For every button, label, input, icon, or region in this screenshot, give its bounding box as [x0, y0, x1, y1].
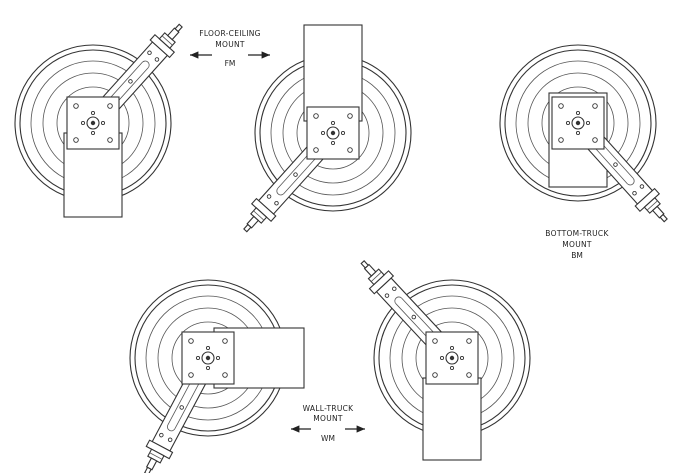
caption-bottom-truck-code: BM: [571, 251, 583, 260]
caption-bottom-truck-line1: BOTTOM-TRUCK: [545, 229, 609, 238]
reel-wall-truck-left: [129, 279, 305, 473]
caption-bottom-truck-line2: MOUNT: [562, 240, 592, 249]
caption-wall-truck-line1: WALL-TRUCK: [303, 404, 355, 413]
caption-floor-ceiling: FLOOR-CEILING MOUNT FM: [190, 29, 270, 68]
caption-bottom-truck: BOTTOM-TRUCK MOUNT BM: [545, 229, 609, 260]
caption-wall-truck-code: WM: [321, 434, 335, 443]
reel-floor-ceiling-right: [235, 24, 412, 240]
reel-bottom-truck: [499, 44, 676, 230]
reel-wall-truck-right: [352, 252, 531, 461]
caption-wall-truck: WALL-TRUCK MOUNT WM: [291, 404, 365, 443]
caption-floor-ceiling-line2: MOUNT: [215, 40, 245, 49]
reel-floor-ceiling-left: [14, 16, 191, 218]
caption-floor-ceiling-line1: FLOOR-CEILING: [199, 29, 261, 38]
caption-wall-truck-line2: MOUNT: [313, 414, 343, 423]
caption-floor-ceiling-code: FM: [225, 59, 236, 68]
